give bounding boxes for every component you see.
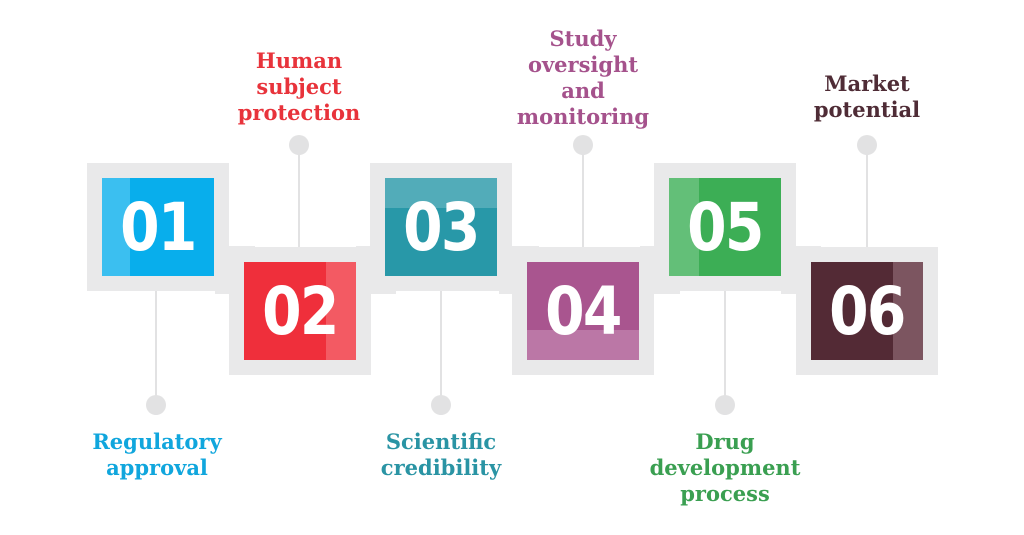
step-2-label-line-1: Human xyxy=(255,48,343,73)
step-5-connector-dot xyxy=(715,395,735,415)
step-2-label-line-3: protection xyxy=(237,100,361,125)
step-5-label: Drug development process xyxy=(630,429,820,507)
step-4-label-line-3: and xyxy=(561,78,605,103)
step-3-connector-dot xyxy=(431,395,451,415)
step-5-number: 05 xyxy=(687,188,764,266)
step-6-label-line-2: potential xyxy=(813,97,921,122)
step-3-label: Scientific credibility xyxy=(346,429,536,481)
step-3-number: 03 xyxy=(403,188,480,266)
step-1-connector-dot xyxy=(146,395,166,415)
step-4-label-line-2: oversight xyxy=(527,52,639,77)
step-5-label-line-2: development xyxy=(649,455,801,480)
step-2-number: 02 xyxy=(262,272,339,350)
step-4-tile-shade xyxy=(527,330,639,360)
step-1-number: 01 xyxy=(120,188,197,266)
step-3-tile: 03 xyxy=(385,178,497,276)
step-5-label-line-1: Drug xyxy=(695,429,755,454)
step-4-label-line-4: monitoring xyxy=(516,104,650,129)
step-1-tile-shade xyxy=(102,178,130,276)
step-1-label-line-1: Regulatory xyxy=(92,429,222,454)
step-1-label-line-2: approval xyxy=(106,455,208,480)
step-4-label-line-1: Study xyxy=(549,26,617,51)
step-4-number: 04 xyxy=(545,272,622,350)
step-6-connector-dot xyxy=(857,135,877,155)
step-6-tile-shade xyxy=(893,262,923,360)
step-3-connector-line xyxy=(440,291,442,404)
step-5-connector-line xyxy=(724,291,726,404)
step-2-connector-dot xyxy=(289,135,309,155)
step-6-tile: 06 xyxy=(811,262,923,360)
step-6-label-line-1: Market xyxy=(824,71,910,96)
step-1-connector-line xyxy=(155,291,157,404)
step-1-tile: 01 xyxy=(102,178,214,276)
step-5-label-line-3: process xyxy=(680,481,770,506)
step-6-label: Market potential xyxy=(772,71,962,123)
step-3-label-line-2: credibility xyxy=(380,455,502,480)
step-1-label: Regulatory approval xyxy=(62,429,252,481)
step-5-tile-shade xyxy=(669,178,699,276)
step-4-connector-dot xyxy=(573,135,593,155)
step-2-tile: 02 xyxy=(244,262,356,360)
step-2-label: Human subject protection xyxy=(204,48,394,126)
step-5-tile: 05 xyxy=(669,178,781,276)
step-2-tile-shade xyxy=(326,262,356,360)
step-4-tile: 04 xyxy=(527,262,639,360)
step-2-label-line-2: subject xyxy=(256,74,342,99)
step-4-label: Study oversight and monitoring xyxy=(488,26,678,130)
step-3-label-line-1: Scientific xyxy=(385,429,497,454)
step-4-connector-line xyxy=(582,145,584,247)
step-6-connector-line xyxy=(866,145,868,247)
step-3-tile-shade xyxy=(385,178,497,208)
step-6-number: 06 xyxy=(829,272,906,350)
step-2-connector-line xyxy=(298,145,300,247)
